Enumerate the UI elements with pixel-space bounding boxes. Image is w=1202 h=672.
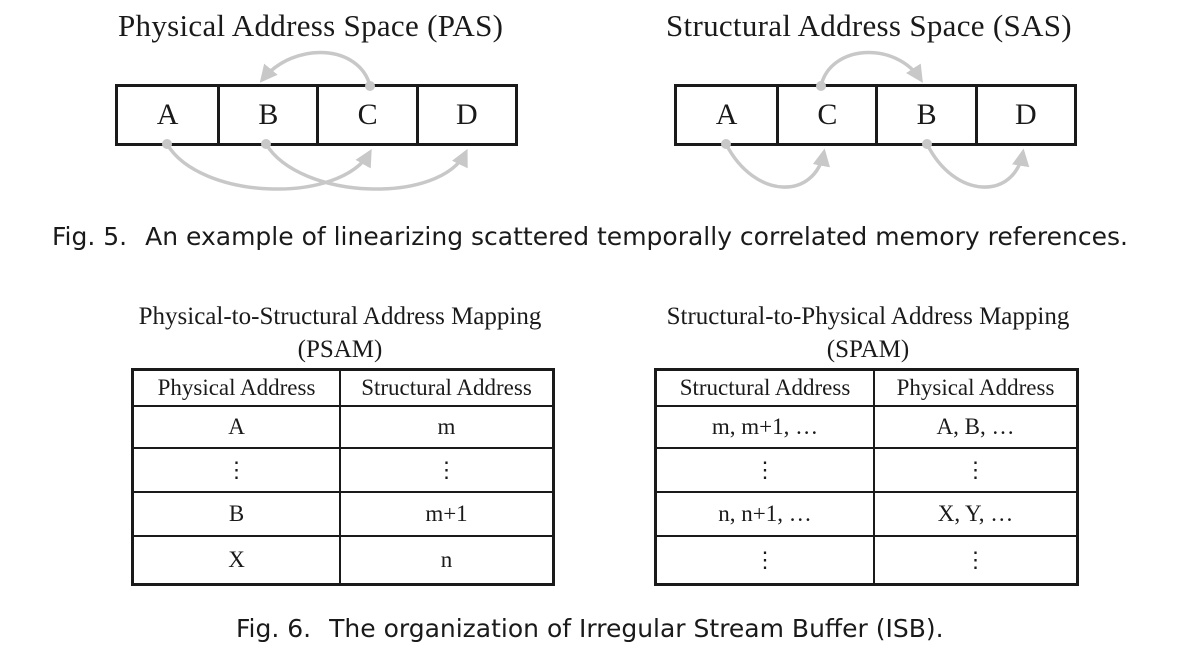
sas-arrow-a-to-c	[724, 143, 831, 189]
spam-cell: ⋮	[873, 535, 1079, 585]
table-row: B m+1	[131, 491, 555, 537]
fig6-caption-number: Fig. 6.	[236, 614, 312, 643]
psam-cell: ⋮	[339, 447, 555, 493]
sas-dot-a-bottom	[721, 139, 731, 149]
pas-arrow-a-to-c	[165, 143, 372, 191]
psam-cell: ⋮	[131, 447, 341, 493]
psam-cell: m	[339, 405, 555, 449]
psam-title-line2: (PSAM)	[297, 336, 383, 363]
pas-title: Physical Address Space (PAS)	[118, 8, 504, 43]
sas-cell-c: C	[776, 87, 875, 143]
table-row: A m	[131, 405, 555, 449]
fig6-caption-text: The organization of Irregular Stream Buf…	[329, 614, 944, 643]
table-row: X n	[131, 535, 555, 585]
spam-cell: n, n+1, …	[654, 491, 875, 537]
table-row: ⋮ ⋮	[131, 447, 555, 493]
psam-cell: n	[339, 535, 555, 585]
spam-cell: ⋮	[873, 447, 1079, 493]
pas-arrow-b-to-d	[264, 143, 468, 191]
spam-cell: A, B, …	[873, 405, 1079, 449]
sas-cell-d: D	[974, 87, 1074, 143]
psam-cell: A	[131, 405, 341, 449]
table-row: m, m+1, … A, B, …	[654, 405, 1079, 449]
table-row: ⋮ ⋮	[654, 447, 1079, 493]
pas-dot-b-bottom	[261, 139, 271, 149]
spam-title-line1: Structural-to-Physical Address Mapping	[666, 303, 1070, 330]
psam-header-structural: Structural Address	[339, 368, 555, 407]
spam-cell: m, m+1, …	[654, 405, 875, 449]
psam-cell: m+1	[339, 491, 555, 537]
pas-dot-c-top	[365, 81, 375, 91]
fig5-caption-text: An example of linearizing scattered temp…	[145, 222, 1128, 251]
spam-header-structural: Structural Address	[654, 368, 875, 407]
table-row: n, n+1, … X, Y, …	[654, 491, 1079, 537]
psam-header-physical: Physical Address	[131, 368, 341, 407]
sas-arrow-b-to-d	[925, 143, 1030, 189]
sas-arrow-c-to-b	[819, 50, 923, 87]
psam-header-row: Physical Address Structural Address	[131, 368, 555, 407]
psam-title-line1: Physical-to-Structural Address Mapping	[138, 303, 542, 330]
psam-title: Physical-to-Structural Address Mapping (…	[110, 300, 570, 366]
sas-title: Structural Address Space (SAS)	[666, 8, 1072, 43]
sas-cell-row: A C B D	[674, 84, 1077, 146]
fig5-caption: Fig. 5. An example of linearizing scatter…	[52, 222, 1128, 251]
pas-cell-a: A	[156, 98, 179, 131]
sas-dot-c-top	[816, 81, 826, 91]
sas-cell-a: A	[715, 98, 738, 131]
spam-cell: X, Y, …	[873, 491, 1079, 537]
sas-dot-b-bottom	[922, 139, 932, 149]
spam-table: Structural Address Physical Address m, m…	[654, 368, 1079, 586]
pas-dot-a-bottom	[162, 139, 172, 149]
psam-cell: B	[131, 491, 341, 537]
pas-arrow-c-to-b	[259, 50, 372, 87]
spam-cell: ⋮	[654, 535, 875, 585]
fig5-caption-number: Fig. 5.	[52, 222, 128, 251]
pas-cell-row: A B C D	[115, 84, 518, 146]
pas-cell-b: B	[217, 87, 316, 143]
spam-header-row: Structural Address Physical Address	[654, 368, 1079, 407]
spam-title-line2: (SPAM)	[826, 336, 910, 363]
spam-title: Structural-to-Physical Address Mapping (…	[638, 300, 1098, 366]
psam-cell: X	[131, 535, 341, 585]
spam-cell: ⋮	[654, 447, 875, 493]
sas-cell-b: B	[875, 87, 974, 143]
table-row: ⋮ ⋮	[654, 535, 1079, 585]
fig5-arrows	[162, 50, 1030, 191]
pas-cell-c: C	[316, 87, 415, 143]
spam-header-physical: Physical Address	[873, 368, 1079, 407]
pas-cell-d: D	[415, 87, 515, 143]
psam-table: Physical Address Structural Address A m …	[131, 368, 555, 586]
fig6-caption: Fig. 6. The organization of Irregular Str…	[236, 614, 944, 643]
